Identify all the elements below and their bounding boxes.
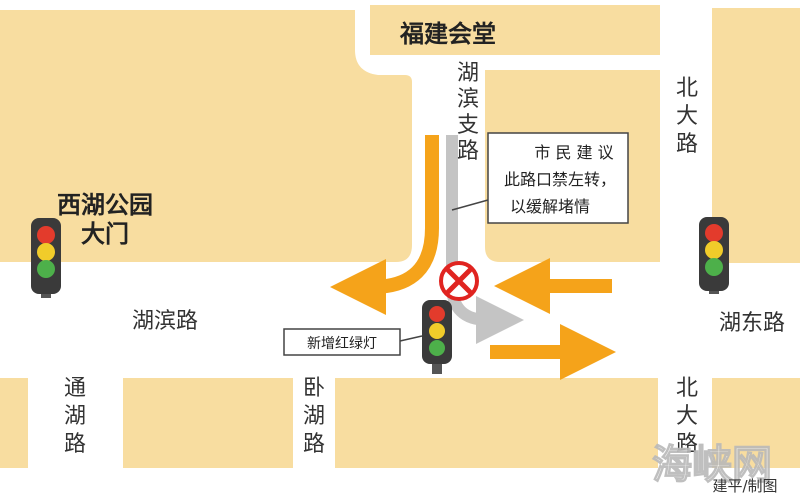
- block-between-tonghu-wohu: [123, 378, 293, 468]
- suggestion-callout: 市 民 建 议 此路口禁左转， 以缓解堵情: [451, 132, 629, 224]
- svg-text:北: 北: [676, 76, 698, 101]
- no-left-turn-icon: [439, 261, 479, 301]
- block-fujian-hall: [370, 5, 660, 55]
- beida-road-label-top: 北 大 路: [676, 76, 698, 157]
- svg-text:卧: 卧: [303, 376, 325, 401]
- hubin-branch-label: 湖 滨 支 路: [457, 61, 479, 164]
- block-far-east-bottom: [712, 378, 800, 468]
- callout-line-1: 市 民 建 议: [534, 143, 613, 162]
- svg-text:大: 大: [676, 404, 698, 429]
- watermark-logo: 海峡网: [652, 441, 772, 488]
- callout-line-3: 以缓解堵情: [510, 197, 590, 216]
- beida-road-label-bottom: 北 大 路: [676, 376, 698, 457]
- svg-text:北: 北: [676, 376, 698, 401]
- svg-text:通: 通: [64, 376, 86, 401]
- new-light-label: 新增红绿灯: [307, 336, 377, 352]
- traffic-light-icon: [699, 217, 729, 294]
- svg-text:湖: 湖: [303, 404, 325, 429]
- fujian-hall-label: 福建会堂: [399, 20, 496, 48]
- block-xihu-park: [0, 10, 412, 262]
- callout-line-2: 此路口禁左转，: [504, 170, 616, 189]
- svg-text:路: 路: [676, 432, 698, 457]
- xihu-park-label-1: 西湖公园: [57, 191, 153, 219]
- hubin-road-label: 湖滨路: [132, 309, 198, 334]
- new-traffic-light-icon: [422, 300, 452, 374]
- svg-text:支: 支: [457, 113, 479, 138]
- new-light-callout: 新增红绿灯: [283, 328, 423, 356]
- hudong-road-label: 湖东路: [719, 311, 785, 336]
- svg-text:湖: 湖: [457, 61, 479, 86]
- credit-label: 建平/制图: [712, 477, 777, 495]
- svg-text:路: 路: [303, 432, 325, 457]
- arrow-south-to-west: [330, 135, 439, 315]
- block-west-bottom: [0, 378, 28, 468]
- wohu-road-label: 卧 湖 路: [303, 376, 325, 457]
- svg-text:路: 路: [676, 132, 698, 157]
- block-south-center: [335, 378, 658, 468]
- svg-text:大: 大: [676, 104, 698, 129]
- svg-text:滨: 滨: [457, 87, 479, 112]
- xihu-park-label-2: 大门: [81, 220, 129, 248]
- svg-text:路: 路: [457, 139, 479, 164]
- svg-text:路: 路: [64, 432, 86, 457]
- tonghu-road-label: 通 湖 路: [64, 376, 86, 457]
- traffic-light-icon: [31, 218, 61, 298]
- svg-text:湖: 湖: [64, 404, 86, 429]
